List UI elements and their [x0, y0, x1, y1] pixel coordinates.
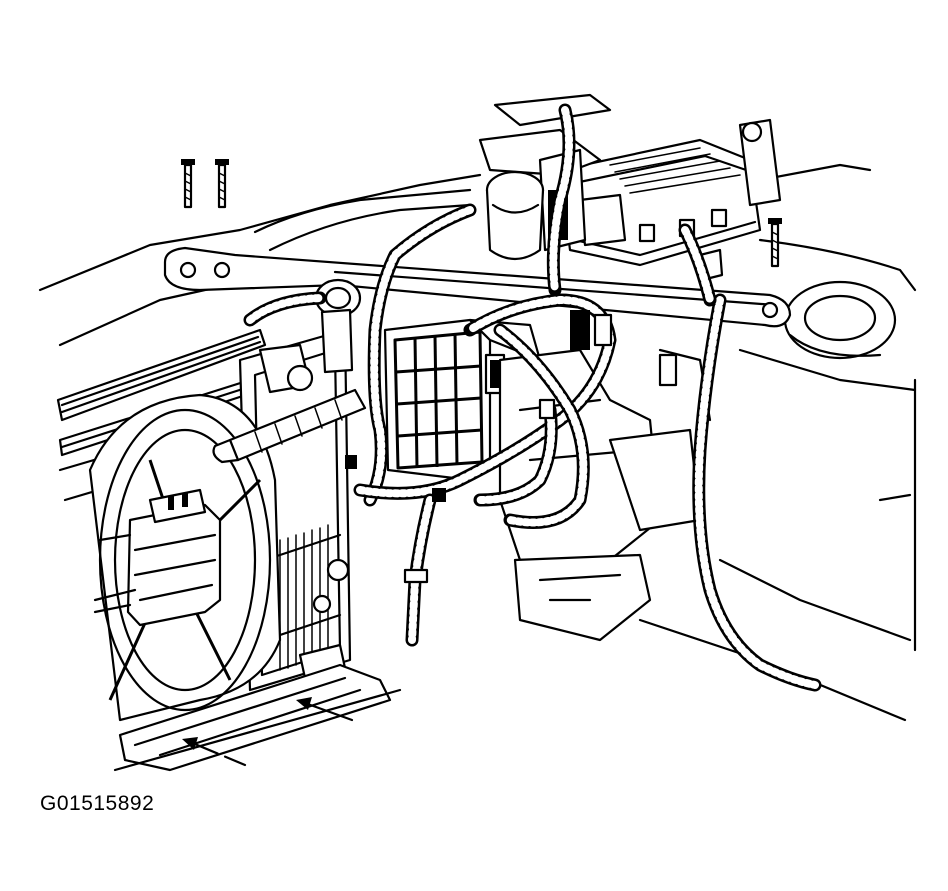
engine-block [498, 348, 712, 642]
body-outline [38, 163, 917, 722]
air-intake-duct [212, 388, 367, 464]
cooling-fan [88, 393, 282, 722]
figure-id-label: G01515892 [40, 792, 155, 815]
wiring-harness [243, 103, 822, 692]
harness-clips [345, 310, 613, 584]
coolant-reservoir [485, 170, 545, 261]
arrow-icon [182, 697, 354, 767]
strut-tower [783, 280, 897, 360]
